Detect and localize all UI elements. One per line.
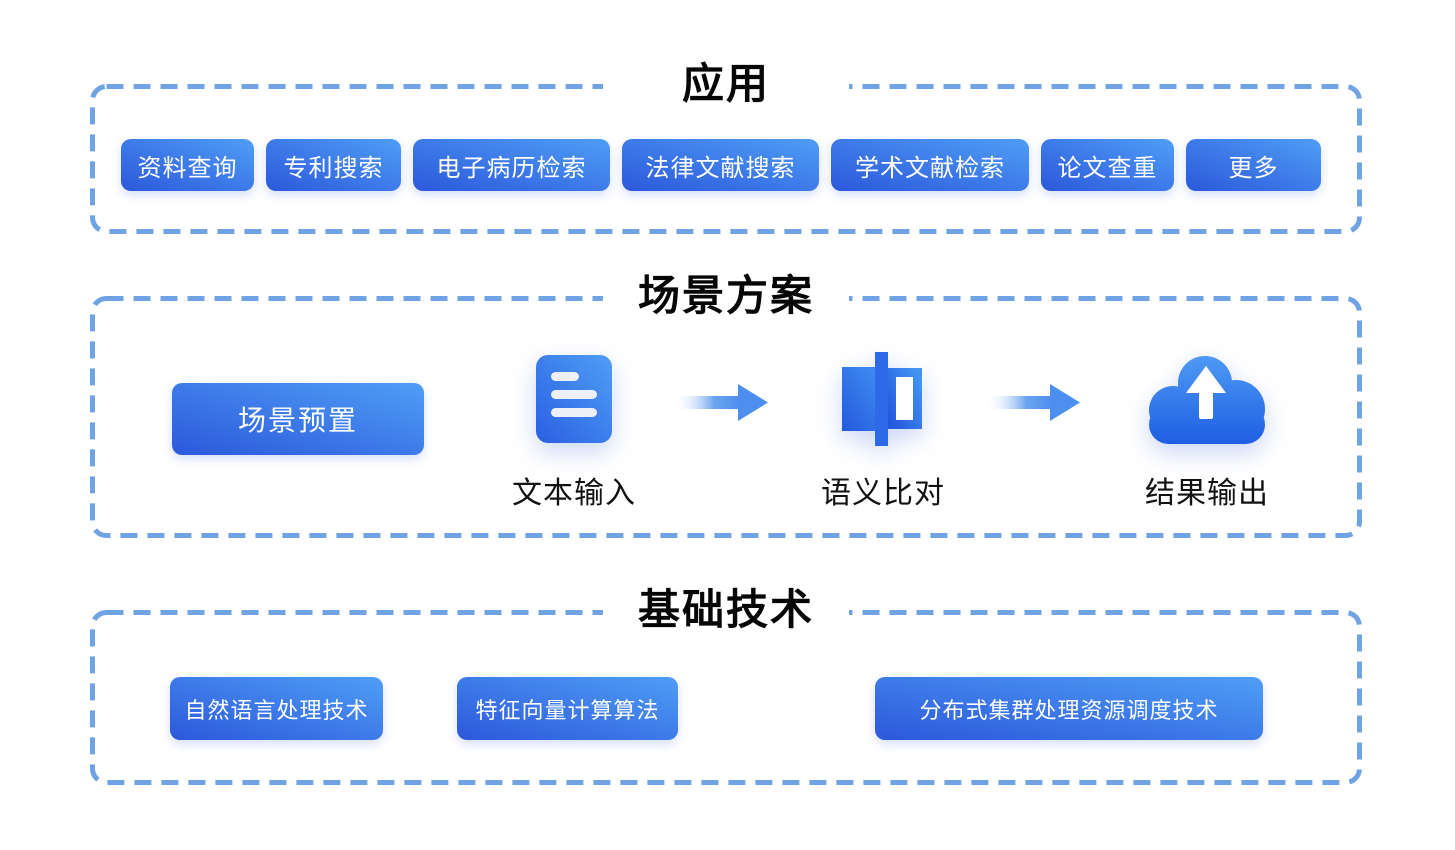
- tech-button-feature-vector[interactable]: 特征向量计算算法: [457, 677, 678, 740]
- app-button-plagiarism-check[interactable]: 论文查重: [1041, 139, 1174, 191]
- flow-step-result-output: 结果输出: [1107, 350, 1307, 512]
- tech-button-nlp[interactable]: 自然语言处理技术: [170, 677, 383, 740]
- section-title-base-technology: 基础技术: [603, 587, 849, 633]
- semantic-compare-icon: [842, 352, 922, 446]
- document-text-icon: [536, 355, 612, 443]
- flow-step-semantic-compare: 语义比对: [783, 350, 983, 512]
- section-applications: 应用 资料查询 专利搜索 电子病历检索 法律文献搜索 学术文献检索 论文查重 更…: [90, 61, 1362, 234]
- app-button-legal-search[interactable]: 法律文献搜索: [622, 139, 819, 191]
- flow-label-semantic-compare: 语义比对: [821, 477, 945, 510]
- dashed-border: [90, 610, 1362, 785]
- app-button-patent-search[interactable]: 专利搜索: [266, 139, 401, 191]
- app-button-emr-retrieval[interactable]: 电子病历检索: [413, 139, 610, 191]
- scene-preset-button[interactable]: 场景预置: [172, 383, 424, 455]
- section-base-technology: 基础技术 自然语言处理技术 特征向量计算算法 分布式集群处理资源调度技术: [90, 587, 1362, 785]
- flow-step-text-input: 文本输入: [474, 350, 674, 512]
- application-buttons-row: 资料查询 专利搜索 电子病历检索 法律文献搜索 学术文献检索 论文查重 更多: [121, 139, 1321, 191]
- tech-button-distributed-cluster[interactable]: 分布式集群处理资源调度技术: [875, 677, 1263, 740]
- section-scenario: 场景方案 场景预置 文本输入: [90, 273, 1362, 538]
- app-button-more[interactable]: 更多: [1186, 139, 1321, 191]
- arrow-right-icon: [676, 384, 768, 421]
- app-button-academic-search[interactable]: 学术文献检索: [831, 139, 1029, 191]
- flow-label-text-input: 文本输入: [512, 477, 636, 510]
- flow-label-result-output: 结果输出: [1145, 477, 1269, 510]
- arrow-right-icon: [988, 384, 1080, 421]
- section-title-applications: 应用: [603, 61, 849, 107]
- app-button-data-query[interactable]: 资料查询: [121, 139, 254, 191]
- cloud-upload-icon: [1149, 356, 1265, 444]
- dashed-border: [90, 296, 1362, 538]
- section-title-scenario: 场景方案: [603, 273, 849, 319]
